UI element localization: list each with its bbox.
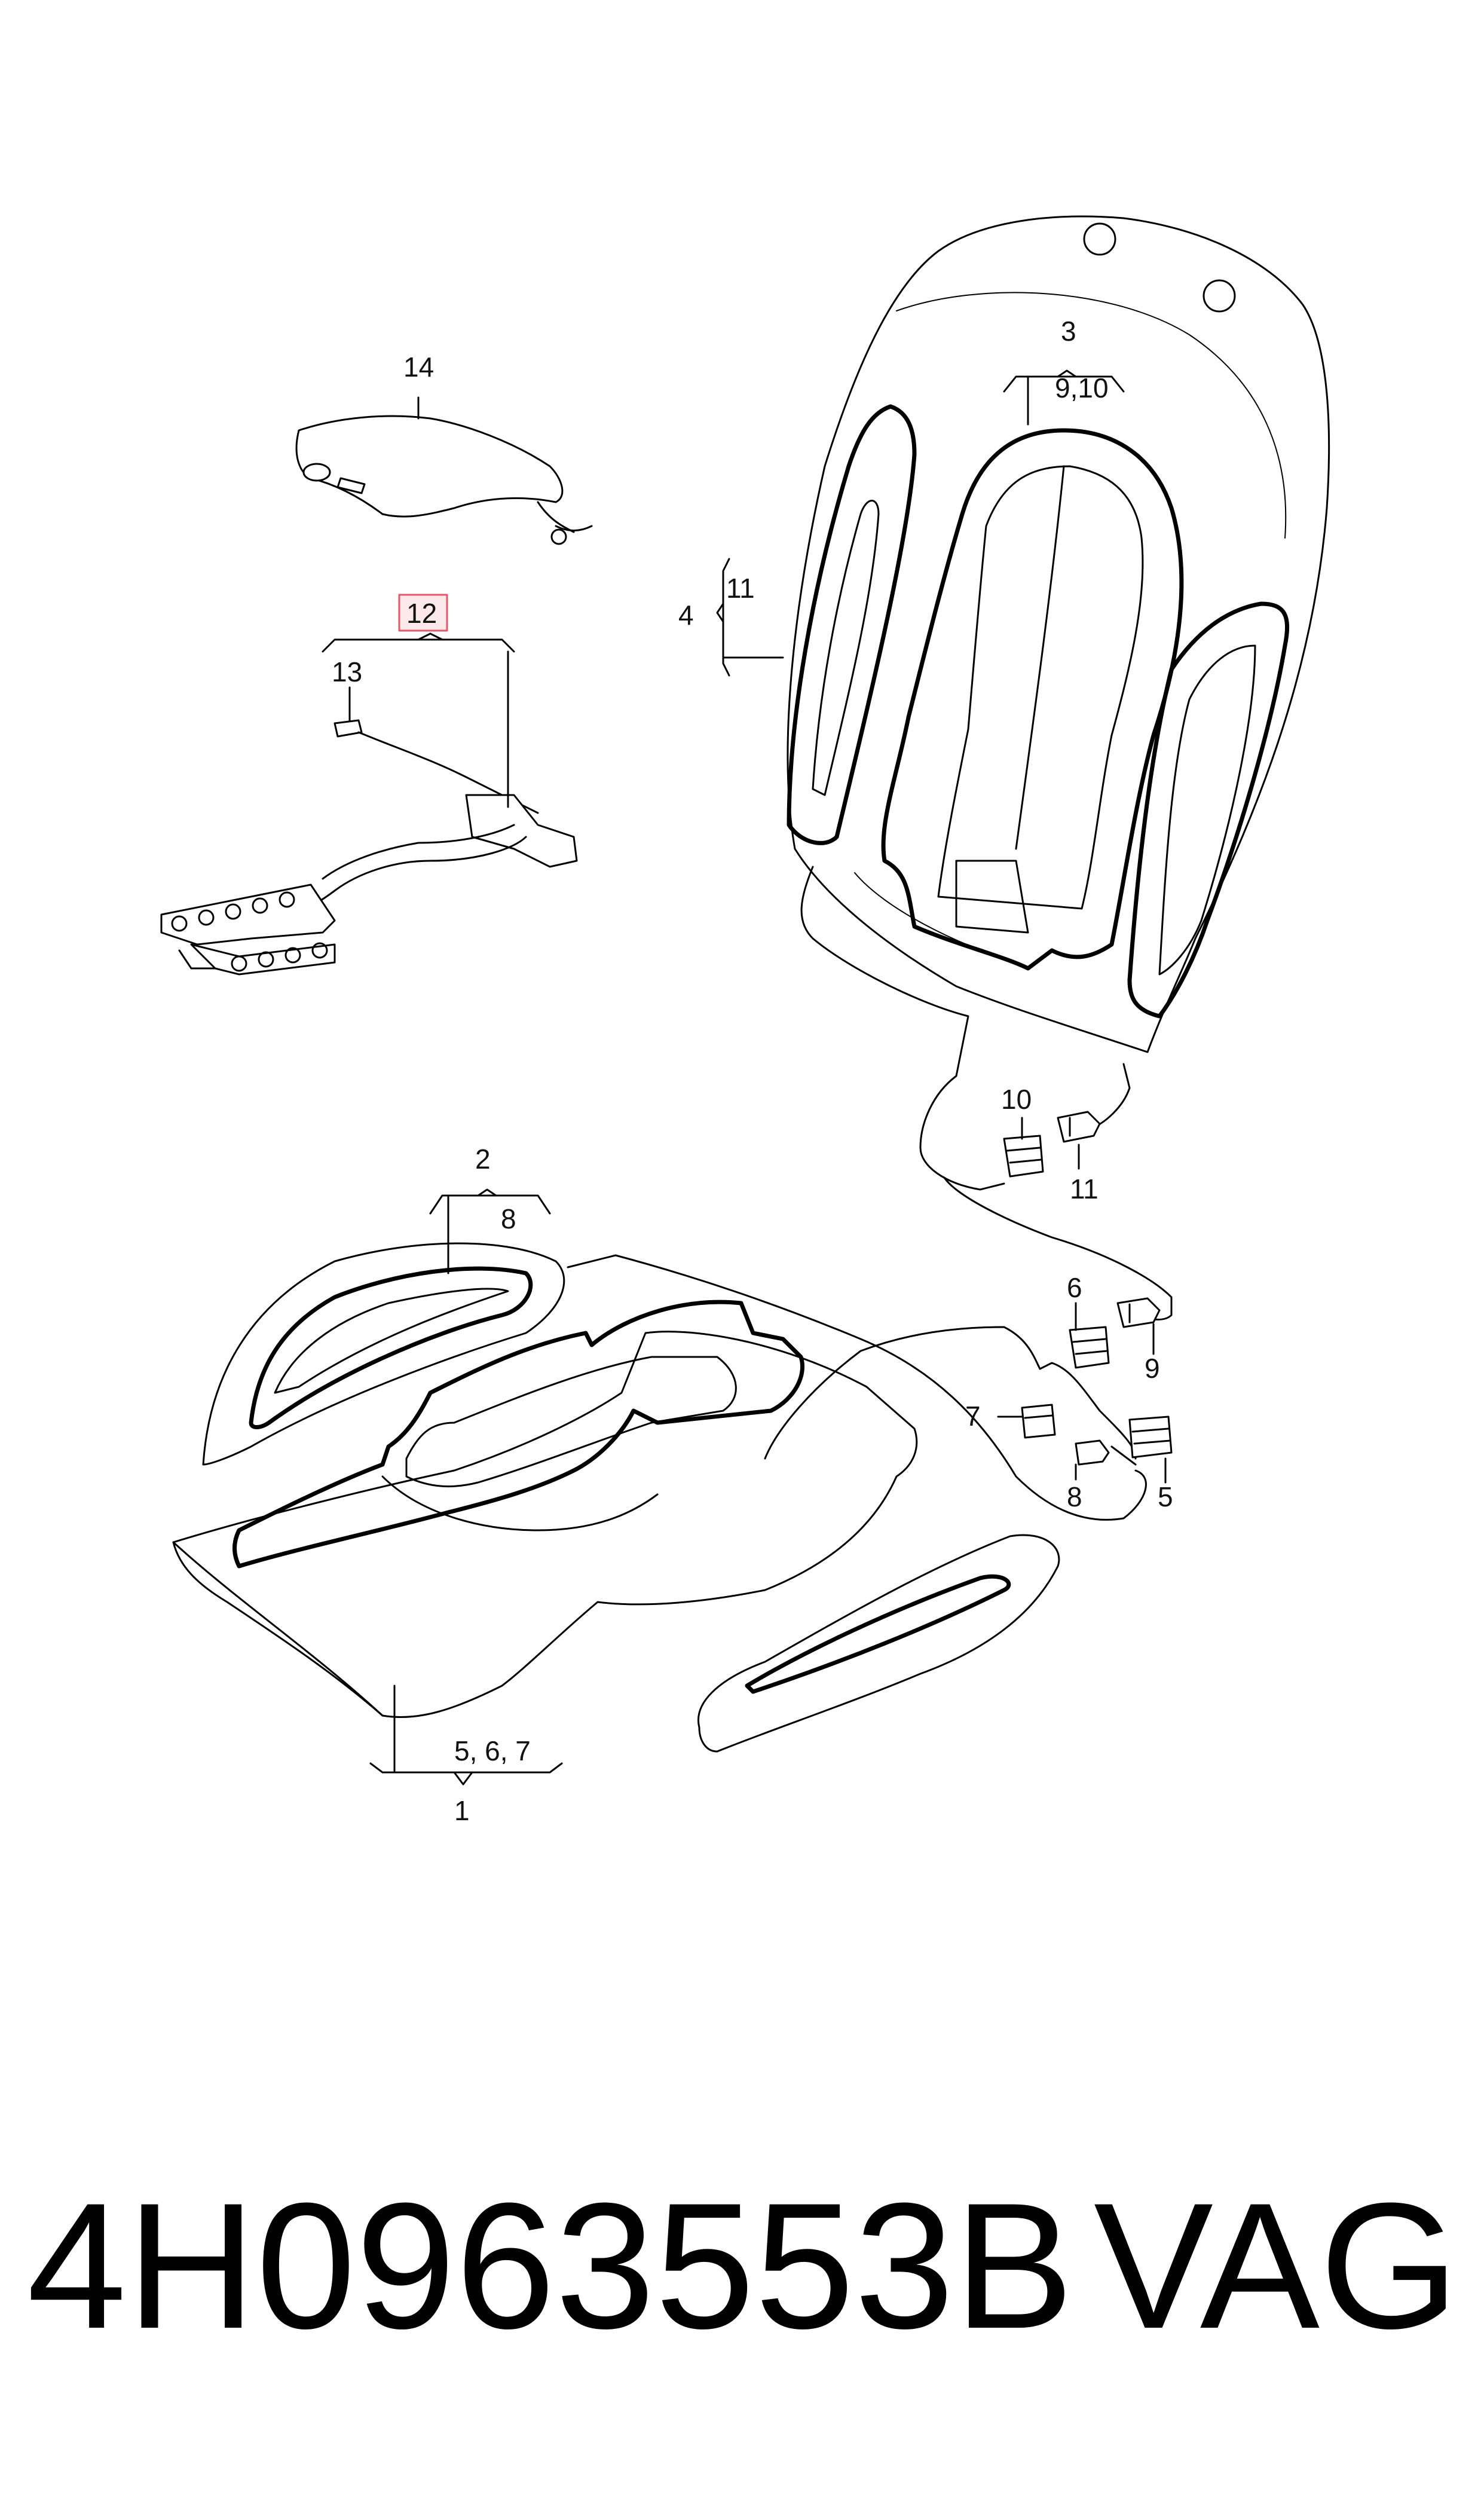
connector-10	[1003, 1135, 1044, 1178]
callout-13: 13	[332, 656, 362, 687]
control-module-wire	[537, 501, 593, 533]
sensor-cell	[311, 942, 328, 959]
connector-9	[1116, 1297, 1161, 1328]
brand-label: VAG	[1094, 2165, 1459, 2366]
control-module-body	[295, 415, 564, 518]
bracket-3-tip	[1057, 369, 1077, 378]
callout-14: 14	[403, 351, 434, 383]
backrest	[787, 215, 1330, 1053]
callout-11-backrest: 11	[726, 573, 755, 604]
cushion-wing-right	[697, 1534, 1060, 1753]
backrest-outline	[787, 215, 1330, 1053]
callout-10: 10	[1001, 1084, 1032, 1115]
callout-8-wing: 8	[501, 1203, 516, 1234]
sensor-control-unit	[465, 794, 578, 868]
bracket-3	[1003, 375, 1125, 393]
sensor-cell	[252, 897, 268, 914]
bracket-12-tip	[417, 632, 443, 641]
harness-connector-8	[1110, 1445, 1137, 1466]
sensor-mat-frame	[178, 949, 216, 970]
sensor-mat-12	[160, 719, 578, 976]
bracket-4	[722, 558, 730, 677]
bracket-4-tip	[716, 603, 724, 623]
heater-pad-backrest-right	[1127, 601, 1290, 1019]
headrest-hole-left	[1083, 222, 1116, 256]
sensor-cell	[258, 951, 274, 968]
heater-pad-seat-main	[232, 1300, 805, 1569]
callout-6: 6	[1067, 1272, 1082, 1303]
backrest-spine-channel	[955, 465, 1065, 934]
callouts: 14 12 13 3 9,10 4 11 10 11 2 8 6 9 7 8 5…	[332, 316, 1173, 1826]
callout-5-6-7: 5, 6, 7	[454, 1735, 531, 1766]
bracket-1	[369, 1762, 563, 1774]
seat-cushion	[172, 1242, 1060, 1753]
cushion-wing-left	[202, 1242, 565, 1466]
callout-9: 9	[1145, 1353, 1160, 1384]
sensor-cell	[171, 915, 188, 932]
wiring-harness	[567, 866, 1173, 1521]
leader-lines	[322, 369, 1167, 1786]
sensor-cell	[279, 891, 295, 908]
heater-pad-wing-left	[249, 1266, 533, 1429]
bracket-2-tip	[477, 1188, 497, 1197]
control-module-tab	[336, 477, 366, 494]
connector-6	[1069, 1326, 1110, 1369]
control-module-plug	[550, 528, 567, 545]
heater-pad-backrest-center	[881, 428, 1184, 971]
bracket-1-tip	[453, 1771, 473, 1786]
control-module-14	[295, 415, 593, 545]
heater-pad-wing-left-inner	[274, 1288, 509, 1394]
sensor-cell	[198, 909, 215, 926]
cushion-front-edge	[172, 1541, 384, 1717]
heater-pad-backrest-left-inner	[812, 500, 880, 796]
callout-5: 5	[1158, 1481, 1173, 1512]
harness-main	[943, 1176, 1173, 1320]
heater-pad-backrest-center-inner	[937, 465, 1144, 910]
harness-to-seat	[567, 1254, 1147, 1521]
connector-5	[1128, 1416, 1173, 1459]
callout-7: 7	[965, 1401, 981, 1432]
bracket-2	[429, 1194, 551, 1215]
headrest-hole-right	[1203, 279, 1236, 313]
harness-front	[764, 1326, 1041, 1460]
callout-2: 2	[475, 1144, 491, 1175]
callout-1: 1	[454, 1795, 470, 1826]
sensor-cell	[284, 947, 301, 964]
connector-7	[1021, 1404, 1056, 1439]
cushion-base-outline	[172, 1331, 918, 1718]
control-module-hole	[302, 463, 331, 482]
heater-pad-backrest-right-inner	[1158, 644, 1256, 976]
callout-3: 3	[1061, 316, 1076, 347]
heater-pad-seat-main-inner	[405, 1356, 737, 1488]
sensor-cell	[225, 903, 241, 920]
bracket-12	[322, 638, 515, 653]
sensor-ribbon-2	[322, 824, 515, 880]
callout-9-10: 9,10	[1055, 372, 1109, 403]
connector-8	[1075, 1439, 1110, 1466]
harness-backrest-left	[800, 866, 1005, 1191]
sensor-plug-13	[333, 719, 363, 738]
callout-12: 12	[406, 598, 437, 629]
heater-pad-wing-right	[745, 1574, 1011, 1694]
callout-11-connector: 11	[1070, 1173, 1099, 1204]
connector-11-back	[1057, 1111, 1101, 1143]
part-number: 4H0963553B	[27, 2165, 1074, 2366]
sensor-cell	[231, 955, 247, 972]
callout-8: 8	[1067, 1481, 1082, 1512]
callout-12-highlight	[398, 594, 448, 632]
connectors	[1003, 1111, 1173, 1466]
heater-pad-channel-front	[381, 1475, 659, 1531]
heater-pad-backrest-left	[787, 404, 917, 845]
callout-4: 4	[678, 600, 694, 631]
sensor-mat-pad	[160, 883, 336, 946]
